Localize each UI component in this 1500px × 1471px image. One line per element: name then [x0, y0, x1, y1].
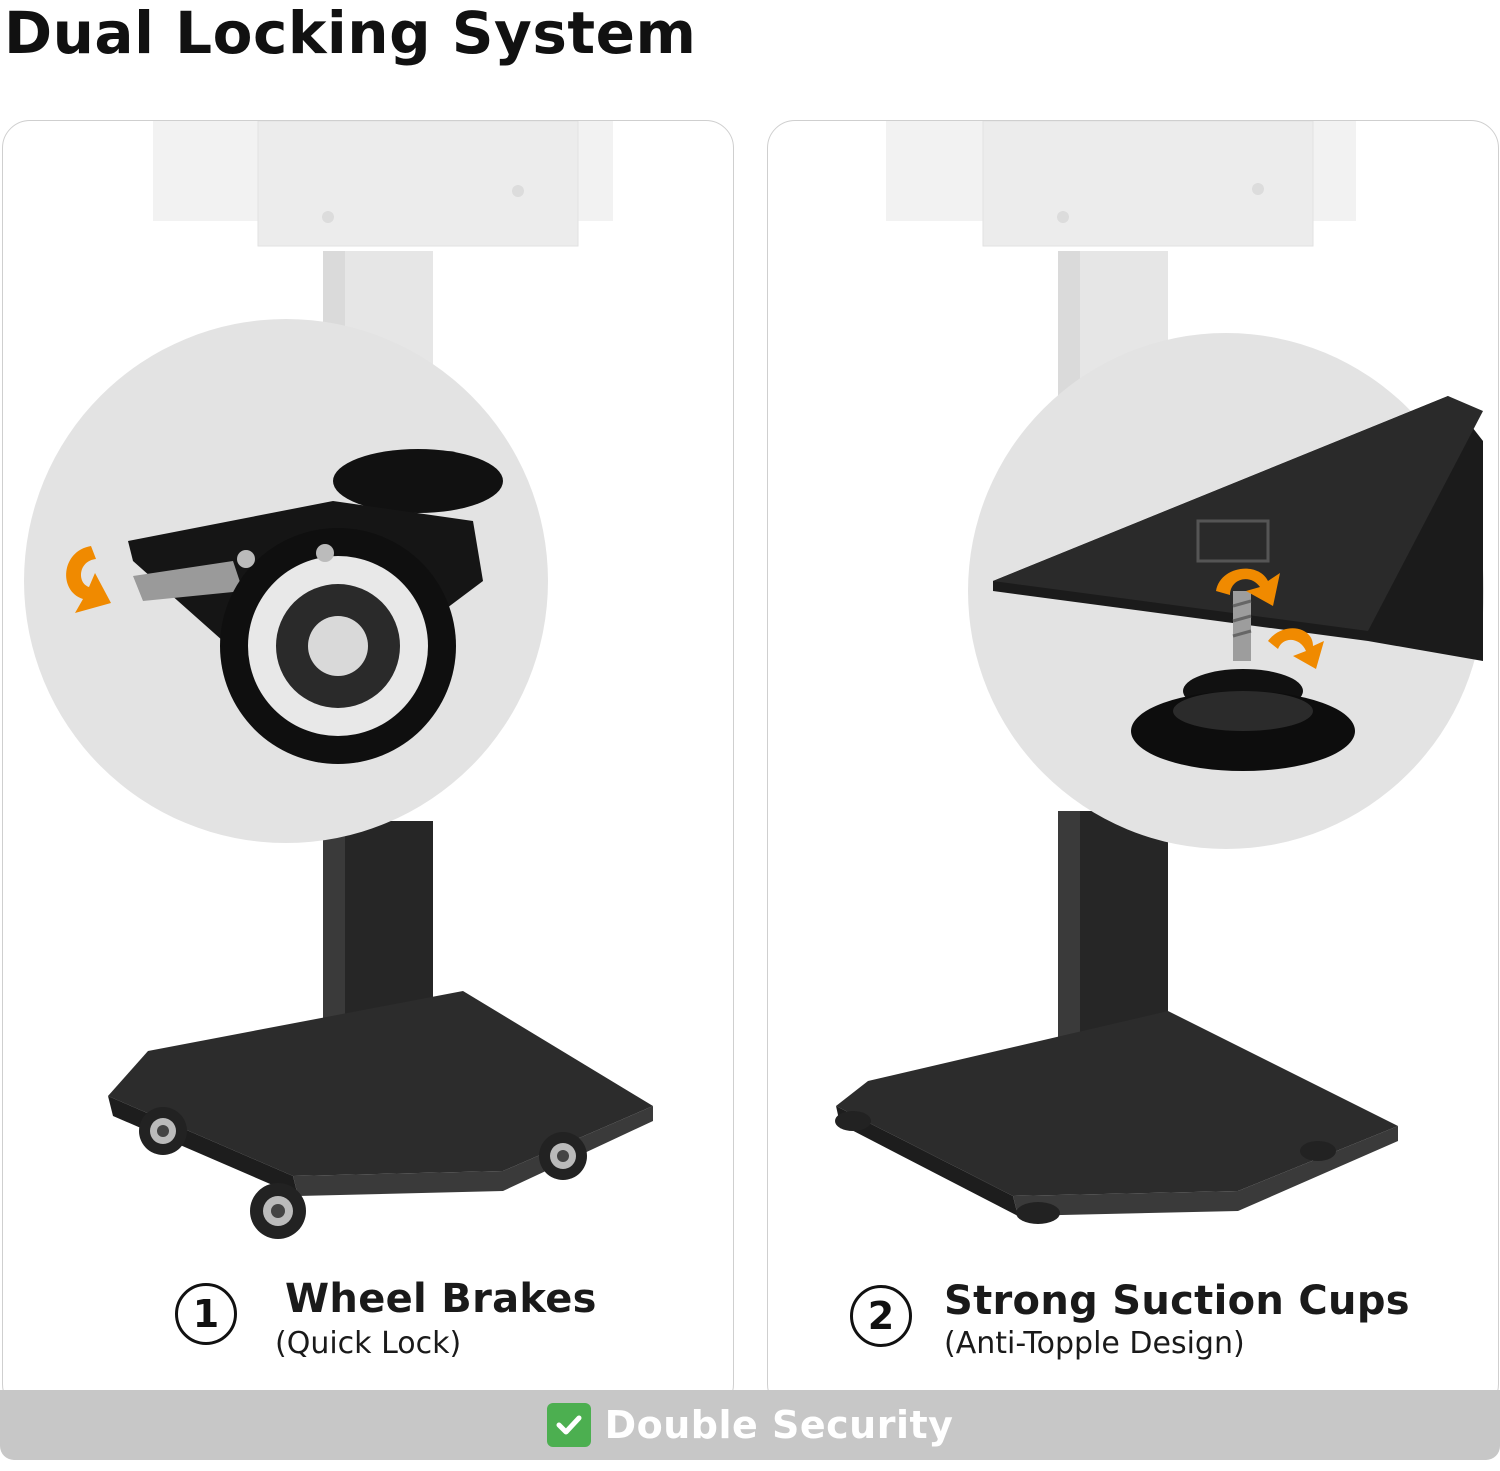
wheel-brake-detail — [128, 449, 503, 764]
suction-cup-detail — [993, 396, 1483, 771]
rotate-arrow-icon — [1216, 568, 1324, 669]
check-mark-icon — [546, 1403, 591, 1447]
feature-panel-suction-cups: 2 Strong Suction Cups (Anti-Topple Desig… — [767, 120, 1499, 1412]
caster-wheel-icon — [139, 1107, 587, 1239]
feature-title: Strong Suction Cups — [944, 1278, 1410, 1324]
feature-panel-wheel-brakes: 1 Wheel Brakes (Quick Lock) — [2, 120, 734, 1412]
step-number-badge: 2 — [850, 1285, 912, 1347]
double-security-banner: Double Security — [0, 1390, 1500, 1460]
step-number-badge: 1 — [175, 1283, 237, 1345]
feature-subtitle: (Quick Lock) — [275, 1326, 462, 1361]
feature-title: Wheel Brakes — [285, 1276, 597, 1322]
suction-stand-illustration — [835, 121, 1484, 1224]
feature-subtitle: (Anti-Topple Design) — [944, 1326, 1245, 1361]
wheel-stand-illustration — [24, 121, 653, 1239]
banner-text: Double Security — [604, 1403, 954, 1447]
page-title: Dual Locking System — [4, 0, 697, 67]
rotate-arrow-icon — [66, 546, 111, 613]
